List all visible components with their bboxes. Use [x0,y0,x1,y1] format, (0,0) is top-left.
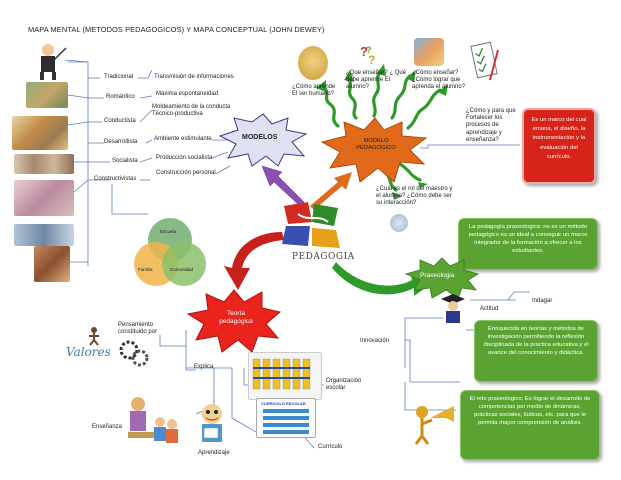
teacher-students-clipart [120,392,182,446]
valores-logo-text: Valores [66,345,111,359]
modelos-label: MODELOS [242,134,278,141]
praxeologia-star [404,257,479,299]
branch-conductista: Conductista [104,118,136,124]
gears-clipart [118,338,150,368]
branch-socialista: Socialista [112,158,138,164]
venn-escuela: Escuela [160,229,177,234]
valores-figure-clipart [86,326,102,346]
pedagogia-label: PEDAGOGIA [292,252,355,262]
branch-romantico: Romántico [106,94,135,100]
curriculo-escolar-panel: CURRICULO ESCOLAR [256,398,316,438]
investigation-box: Enriquecida en teorías y métodos de inve… [474,320,598,382]
praxeologia-label: Praxeologia [420,272,455,279]
curriculo-board-clipart [248,352,322,400]
svg-text:?: ? [360,44,368,59]
question-5: ¿Cuál es el rol del maestro y el alumno?… [376,186,453,207]
question-1: ¿Cómo aprende El ser humano? [292,84,336,98]
aprendizaje-label: Aprendizaje [198,450,230,456]
classroom-photo-4 [14,180,74,216]
question-3: ¿Cómo enseñar? ¿Cómo lograr que aprenda … [412,70,466,91]
graduate-clipart [440,292,466,326]
venn-comunidad: Comunidad [170,267,194,272]
modelo-pedagogico-label: MODELO PEDAGOGICO [356,138,396,152]
desc-moldeamiento: Moldeamiento de la conducta Técnico-prod… [152,104,231,118]
classroom-photo-2 [12,116,68,150]
desc-ambiente: Ambiente estimulante [154,136,212,142]
actitud-label: Actitud [480,306,499,312]
teoria-label: Teoría pedagógica [219,310,253,325]
trumpet-figure-clipart [410,400,456,446]
modelos-star [218,113,308,167]
pensamiento-label: Pensamiento constituido por [118,322,158,336]
curriculo-label: Currículo [318,444,343,450]
desc-produccion: Producción socialista [156,155,213,161]
classroom-photo-5 [14,224,74,246]
classroom-photo-6 [34,246,70,282]
pedagogia-logo [282,202,340,248]
student-clipart [194,400,230,444]
question-4: ¿Cómo y para que Fortalecer los procesos… [466,108,516,143]
explica-label: Explica [194,364,214,370]
curriculo-framework-box: Es un marco del cual emana, el diseño, l… [522,108,596,184]
innovacion-label: Innovación [360,338,390,344]
children-clipart [414,38,444,66]
venn-familia: Familia [138,267,153,272]
desc-maxima: Máxima espontaneidad [156,91,219,97]
desc-transmision: Transmisión de informaciones [154,74,234,80]
desc-construccion: Construcción personal [156,170,216,176]
classroom-photo-3 [14,154,74,174]
praxeologic-challenge-box: El reto praxeologico: Es lograr el desar… [460,390,600,460]
indagar-label: Indagar [532,298,553,304]
teacher-clipart [28,40,68,80]
modelo-pedagogico-star [320,117,428,183]
face-clipart [298,46,328,80]
teoria-star [186,289,282,353]
checklist-clipart [470,40,500,84]
speech-figures-clipart [390,214,408,232]
classroom-photo-1 [26,82,68,108]
branch-tradicional: Tradicional [104,74,134,80]
svg-text:?: ? [368,53,375,67]
branch-desarrollista: Desarrollista [104,139,138,145]
page-title: MAPA MENTAL (METODOS PEDAGOGICOS) Y MAPA… [28,25,325,34]
question-2: ¿Que enseñar? ¿ Qué debe aprende El alum… [346,70,407,91]
organizacion-label: Organización escolar [326,378,362,392]
svg-text:?: ? [366,45,372,55]
curriculo-escolar-heading: CURRICULO ESCOLAR [261,401,306,406]
venn-diagram [134,218,206,286]
praxeologia-definition-box: La pedagogía praxeologica: no es un méto… [458,218,598,270]
question-marks-clipart: ??? [358,42,380,68]
ensenanza-label: Enseñanza [92,424,123,430]
branch-constructivistas: Constructivistas [94,176,137,182]
